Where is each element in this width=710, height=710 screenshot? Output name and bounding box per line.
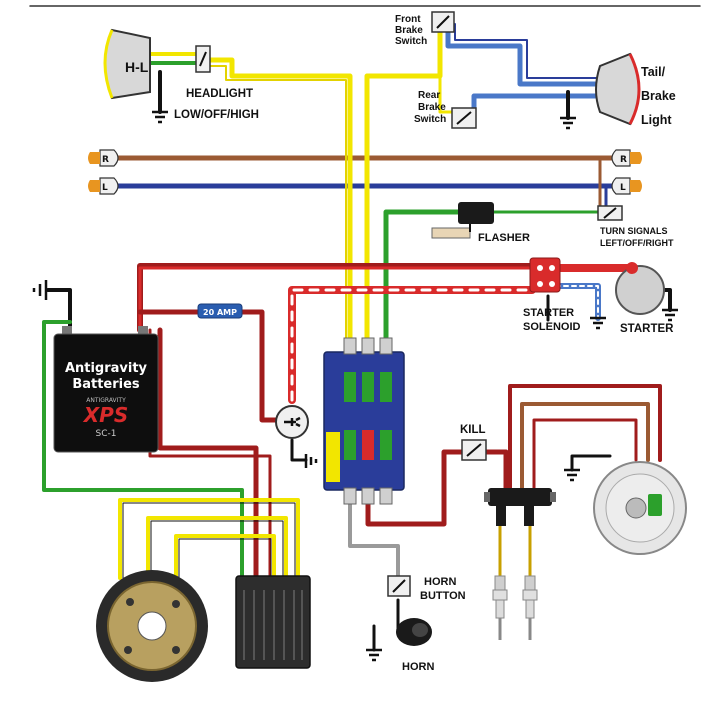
regulator-rectifier	[235, 575, 311, 669]
headlight-feed-yellow-2	[204, 65, 347, 341]
rear-brake-label-2: Brake	[418, 102, 446, 113]
pickup-wire-2	[520, 402, 650, 494]
stator-yellow-3	[174, 534, 276, 580]
rear-brake-label-1: Rear	[418, 90, 440, 101]
tail-label-1: Tail/	[641, 65, 666, 79]
front-brake-blue-2	[454, 23, 606, 79]
battery-ground	[46, 288, 72, 332]
stator-yellow-3-edge	[178, 538, 272, 579]
wires	[29, 5, 701, 652]
rear-brake-label-3: Switch	[414, 114, 446, 125]
fuse-box	[323, 337, 405, 505]
tail-ground-icon	[560, 116, 576, 130]
horn-button-label-1: HORN	[424, 576, 456, 588]
starter-ground-icon	[662, 308, 678, 322]
rear-right-marker: R	[611, 149, 642, 167]
pickup-ground-icon	[564, 468, 580, 482]
turn-signal-switch[interactable]	[597, 205, 623, 221]
brake-feed-yellow	[364, 27, 443, 343]
main-fuse: 20 AMP	[197, 303, 243, 319]
ignition-ground-icon	[304, 454, 318, 468]
stator-yellow-2	[146, 516, 288, 580]
front-left-marker-label: L	[102, 183, 108, 193]
headlight: H-L	[103, 28, 151, 100]
horn-label: HORN	[402, 661, 434, 673]
solenoid-label-1: STARTER	[523, 307, 574, 319]
main-red-wire-light	[138, 266, 534, 332]
front-brake-label-3: Switch	[395, 36, 427, 47]
stator	[96, 570, 208, 682]
headlight-feed-yellow	[207, 57, 353, 343]
rear-brake-blue	[471, 93, 608, 113]
front-brake-blue	[445, 21, 608, 87]
flasher-label: FLASHER	[478, 232, 530, 244]
stator-yellow-1-edge	[122, 502, 296, 579]
battery-to-reg-red	[157, 327, 259, 581]
spark-plug-1	[492, 575, 508, 640]
headlight-switch[interactable]	[195, 45, 211, 73]
front-brake-label-1: Front	[395, 14, 421, 25]
headlight-ground-icon	[152, 110, 168, 124]
headlight-label-1: HEADLIGHT	[186, 88, 253, 100]
battery-brand-line1: Antigravity	[65, 361, 148, 376]
red-white-start-wire-stripes	[290, 288, 534, 402]
rear-brake-switch[interactable]	[451, 107, 477, 129]
turn-signals-label-1: TURN SIGNALS	[600, 226, 668, 236]
main-red-wire	[137, 263, 535, 333]
fuse-label: 20 AMP	[203, 308, 237, 317]
tail-label-3: Light	[641, 113, 672, 127]
horn	[396, 618, 432, 646]
pickup-coil	[593, 461, 687, 555]
turn-signals-label-2: LEFT/OFF/RIGHT	[600, 238, 674, 248]
starter-solenoid	[529, 257, 561, 293]
rear-brake-yellow	[438, 74, 454, 114]
kill-to-coil	[481, 449, 509, 491]
front-left-marker: L	[88, 177, 119, 195]
battery-sub-model: SC-1	[96, 429, 117, 439]
battery: Antigravity Batteries ANTIGRAVITY XPS SC…	[53, 326, 159, 453]
battery-ground-icon	[32, 280, 48, 300]
horn-ground-icon	[366, 648, 382, 662]
pickup-wire-3	[532, 418, 638, 494]
pickup-ground	[570, 454, 612, 472]
stator-yellow-1	[118, 498, 300, 580]
solenoid-ground-icon	[590, 316, 606, 330]
front-right-marker: R	[88, 149, 119, 167]
horn-wire-grey	[348, 498, 400, 587]
battery-brand-line2: Batteries	[72, 377, 140, 392]
rear-left-marker: L	[611, 177, 642, 195]
kill-switch[interactable]	[461, 439, 487, 461]
rear-right-marker-label: R	[620, 155, 627, 165]
ignition-ground	[290, 438, 308, 462]
headlight-lamp-label: H-L	[125, 59, 149, 75]
stator-yellow-2-edge	[150, 520, 284, 579]
flasher-relay	[431, 202, 494, 239]
tail-light	[595, 52, 641, 126]
battery-brand-small: ANTIGRAVITY	[86, 397, 126, 404]
horn-button-label-2: BUTTON	[420, 590, 466, 602]
spark-plug-2	[522, 575, 538, 640]
solenoid-label-2: SOLENOID	[523, 321, 581, 333]
pickup-wire-1	[508, 384, 662, 494]
starter-motor	[615, 262, 665, 315]
front-right-marker-label: R	[102, 155, 109, 165]
tail-label-2: Brake	[641, 89, 676, 103]
kill-label: KILL	[460, 424, 486, 436]
flasher-green	[383, 209, 461, 343]
ignition-red	[365, 449, 465, 527]
front-brake-switch[interactable]	[431, 11, 455, 33]
rear-left-marker-label: L	[620, 183, 626, 193]
ignition-switch[interactable]	[275, 405, 309, 439]
ignition-coil	[484, 488, 556, 526]
headlight-label-2: LOW/OFF/HIGH	[174, 109, 259, 121]
front-brake-label-2: Brake	[395, 25, 423, 36]
battery-to-reg-red-2	[148, 328, 272, 580]
battery-model: XPS	[82, 403, 128, 427]
starter-label: STARTER	[620, 323, 674, 335]
solenoid-blue-white-stripes	[555, 285, 599, 319]
horn-button[interactable]	[387, 575, 411, 597]
